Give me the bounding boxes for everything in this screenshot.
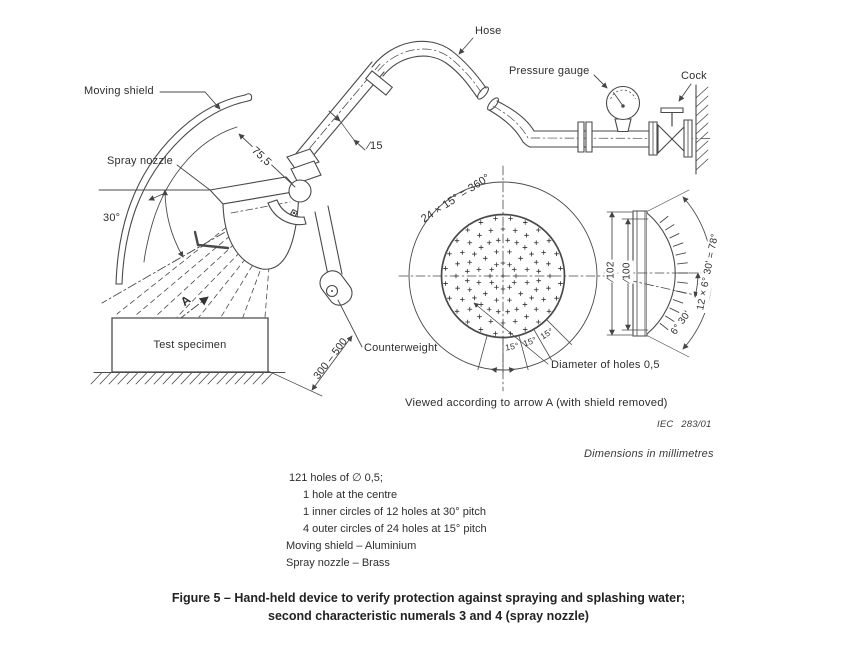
pipe-gauge-cock (493, 85, 712, 174)
outer-diameter-dim: ∕102 (604, 259, 618, 283)
cock-handle (661, 108, 683, 113)
units-note: Dimensions in millimetres (584, 448, 714, 460)
spray-nozzle-drawing (210, 177, 299, 269)
cock-label: Cock (681, 70, 707, 82)
spray-holes (443, 216, 562, 335)
specification-notes: 121 holes of ∅ 0,5; 1 hole at the centre… (286, 470, 487, 572)
gauge-dial (607, 87, 640, 120)
label-leaders (148, 38, 691, 347)
test-specimen-label: Test specimen (153, 338, 227, 351)
moving-shield-drawing (116, 94, 252, 284)
spray-nozzle-label: Spray nozzle (107, 155, 173, 167)
hose-drawing (372, 41, 534, 147)
caption-line-2: second characteristic numerals 3 and 4 (… (268, 608, 589, 623)
figure-caption: Figure 5 – Hand-held device to verify pr… (0, 590, 857, 625)
cap-tick-marks (660, 216, 688, 329)
face-pitch-segment-dim-1: 15° (504, 340, 520, 353)
gauge-stem (615, 119, 631, 132)
figure-reference: IEC 283/01 (657, 419, 712, 430)
pipe-diameter-dimension (329, 111, 365, 150)
spray-angle-dim: 30° (103, 212, 121, 224)
spec-note-line: 1 hole at the centre (303, 489, 398, 501)
distance-dimension (268, 335, 352, 396)
valve-body (658, 125, 672, 153)
hole-diameter-note: Diameter of holes 0,5 (551, 359, 660, 371)
supply-pipe (294, 62, 392, 163)
nozzle-side-view (604, 190, 712, 357)
counterweight-label: Counterweight (364, 342, 438, 354)
hose-label: Hose (475, 25, 502, 37)
spray-fan (117, 222, 269, 317)
spec-note-line: 121 holes of ∅ 0,5; (289, 472, 383, 484)
pressure-gauge-label: Pressure gauge (509, 65, 590, 77)
ground-hatching (91, 373, 273, 385)
pipe-diameter-dim: ∕15 (368, 140, 383, 152)
spec-note-line: 4 outer circles of 24 holes at 15° pitch (303, 523, 487, 535)
spec-note-line: Moving shield – Aluminium (286, 540, 417, 552)
caption-line-1: Figure 5 – Hand-held device to verify pr… (171, 591, 686, 605)
moving-shield-label: Moving shield (84, 85, 154, 97)
spec-note-line: 1 inner circles of 12 holes at 30° pitch (303, 506, 486, 518)
wall-hatching (696, 87, 708, 170)
nozzle-face-view (399, 166, 608, 391)
test-specimen-drawing (94, 318, 285, 373)
inner-diameter-dim: ∕100 (620, 260, 634, 284)
pivot-assembly (268, 149, 356, 310)
spec-note-line: Spray nozzle – Brass (286, 557, 390, 569)
view-note: Viewed according to arrow A (with shield… (405, 397, 668, 409)
